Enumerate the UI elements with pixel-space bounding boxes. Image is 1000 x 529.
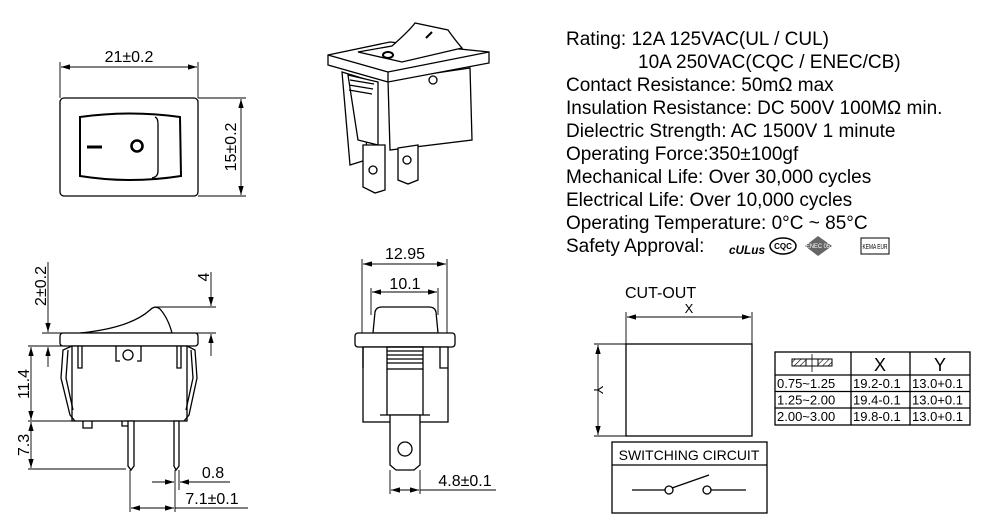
off-mark-icon bbox=[130, 139, 144, 153]
table-cell: 1.25~2.00 bbox=[777, 393, 835, 408]
ul-logo-icon: cULus bbox=[729, 243, 765, 257]
cutout-x-label: X bbox=[685, 301, 694, 316]
cutout-title: CUT-OUT bbox=[625, 285, 696, 302]
cutout-table: X Y 0.75~1.25 19.2-0.1 13.0+0.1 1.25~2.0… bbox=[774, 351, 971, 426]
table-cell: 13.0+0.1 bbox=[912, 393, 963, 408]
front-dim-rocker-width: 10.1 bbox=[389, 276, 420, 293]
table-cell: 19.8-0.1 bbox=[853, 409, 901, 424]
specifications: Rating: 12A 125VAC(UL / CUL) 10A 250VAC(… bbox=[566, 29, 942, 257]
switching-circuit-title: SWITCHING CIRCUIT bbox=[619, 447, 760, 463]
front-dim-overall-width: 12.95 bbox=[385, 246, 425, 263]
table-header-y: Y bbox=[934, 355, 946, 375]
enec-logo-text: ENEC 05 bbox=[806, 244, 831, 250]
table-cell: 13.0+0.1 bbox=[912, 376, 963, 391]
cqc-logo-icon: CQC bbox=[769, 237, 797, 255]
table-cell: 2.00~3.00 bbox=[777, 409, 835, 424]
ul-logo-text: cULus bbox=[729, 243, 765, 257]
spec-mechanical-life: Mechanical Life: Over 30,000 cycles bbox=[566, 167, 871, 188]
cqc-logo-text: CQC bbox=[774, 242, 792, 251]
side-dim-terminal-thickness: 0.8 bbox=[202, 465, 224, 482]
spec-rating-2: 10A 250VAC(CQC / ENEC/CB) bbox=[638, 52, 901, 73]
side-dim-rocker: 4 bbox=[196, 272, 213, 281]
height-dim-label: 15±0.2 bbox=[223, 122, 240, 171]
enec-logo-icon: ENEC 05 bbox=[805, 236, 832, 256]
spec-operating-temperature: Operating Temperature: 0°C ~ 85°C bbox=[566, 213, 868, 234]
spec-electrical-life: Electrical Life: Over 10,000 cycles bbox=[566, 190, 852, 211]
spec-operating-force: Operating Force:350±100gf bbox=[566, 144, 799, 165]
panel-thickness-icon bbox=[791, 354, 833, 372]
front-view: 12.95 10.1 4.8±0.1 bbox=[354, 246, 496, 494]
spec-contact-resistance: Contact Resistance: 50mΩ max bbox=[566, 75, 834, 96]
switch-symbol-icon bbox=[632, 474, 746, 495]
rocker-side bbox=[79, 306, 173, 334]
spec-dielectric-strength: Dielectric Strength: AC 1500V 1 minute bbox=[566, 121, 896, 142]
spec-safety-approval: Safety Approval: bbox=[566, 236, 704, 257]
side-dim-terminal-length: 7.3 bbox=[16, 434, 33, 456]
cutout-rect bbox=[625, 343, 753, 437]
isometric-view bbox=[327, 22, 490, 194]
side-view: 2±0.2 4 11.4 7.3 0.8 7.1±0.1 bbox=[16, 262, 248, 512]
switch-frame bbox=[59, 97, 199, 197]
kema-logo-text: KEMA EUR bbox=[863, 244, 888, 251]
kema-logo-icon: KEMA EUR bbox=[860, 237, 890, 255]
rocker bbox=[79, 112, 183, 181]
table-cell: 0.75~1.25 bbox=[777, 376, 835, 391]
top-view: 21±0.2 15±0.2 bbox=[59, 49, 246, 197]
spec-insulation-resistance: Insulation Resistance: DC 500V 100MΩ min… bbox=[566, 98, 942, 119]
width-dim-label: 21±0.2 bbox=[105, 49, 154, 66]
side-dim-flange: 2±0.2 bbox=[33, 266, 50, 306]
table-cell: 19.4-0.1 bbox=[853, 393, 901, 408]
table-cell: 19.2-0.1 bbox=[853, 376, 901, 391]
side-dim-pitch: 7.1±0.1 bbox=[185, 491, 238, 508]
switching-circuit: SWITCHING CIRCUIT bbox=[611, 441, 768, 514]
front-dim-terminal-width: 4.8±0.1 bbox=[438, 473, 491, 490]
cutout-y-label: Y bbox=[591, 386, 606, 395]
cutout-diagram: CUT-OUT X Y bbox=[591, 285, 753, 437]
side-dim-body-height: 11.4 bbox=[16, 369, 33, 399]
spec-rating: Rating: 12A 125VAC(UL / CUL) bbox=[566, 29, 829, 50]
table-cell: 13.0+0.1 bbox=[912, 409, 963, 424]
table-header-x: X bbox=[874, 355, 886, 375]
